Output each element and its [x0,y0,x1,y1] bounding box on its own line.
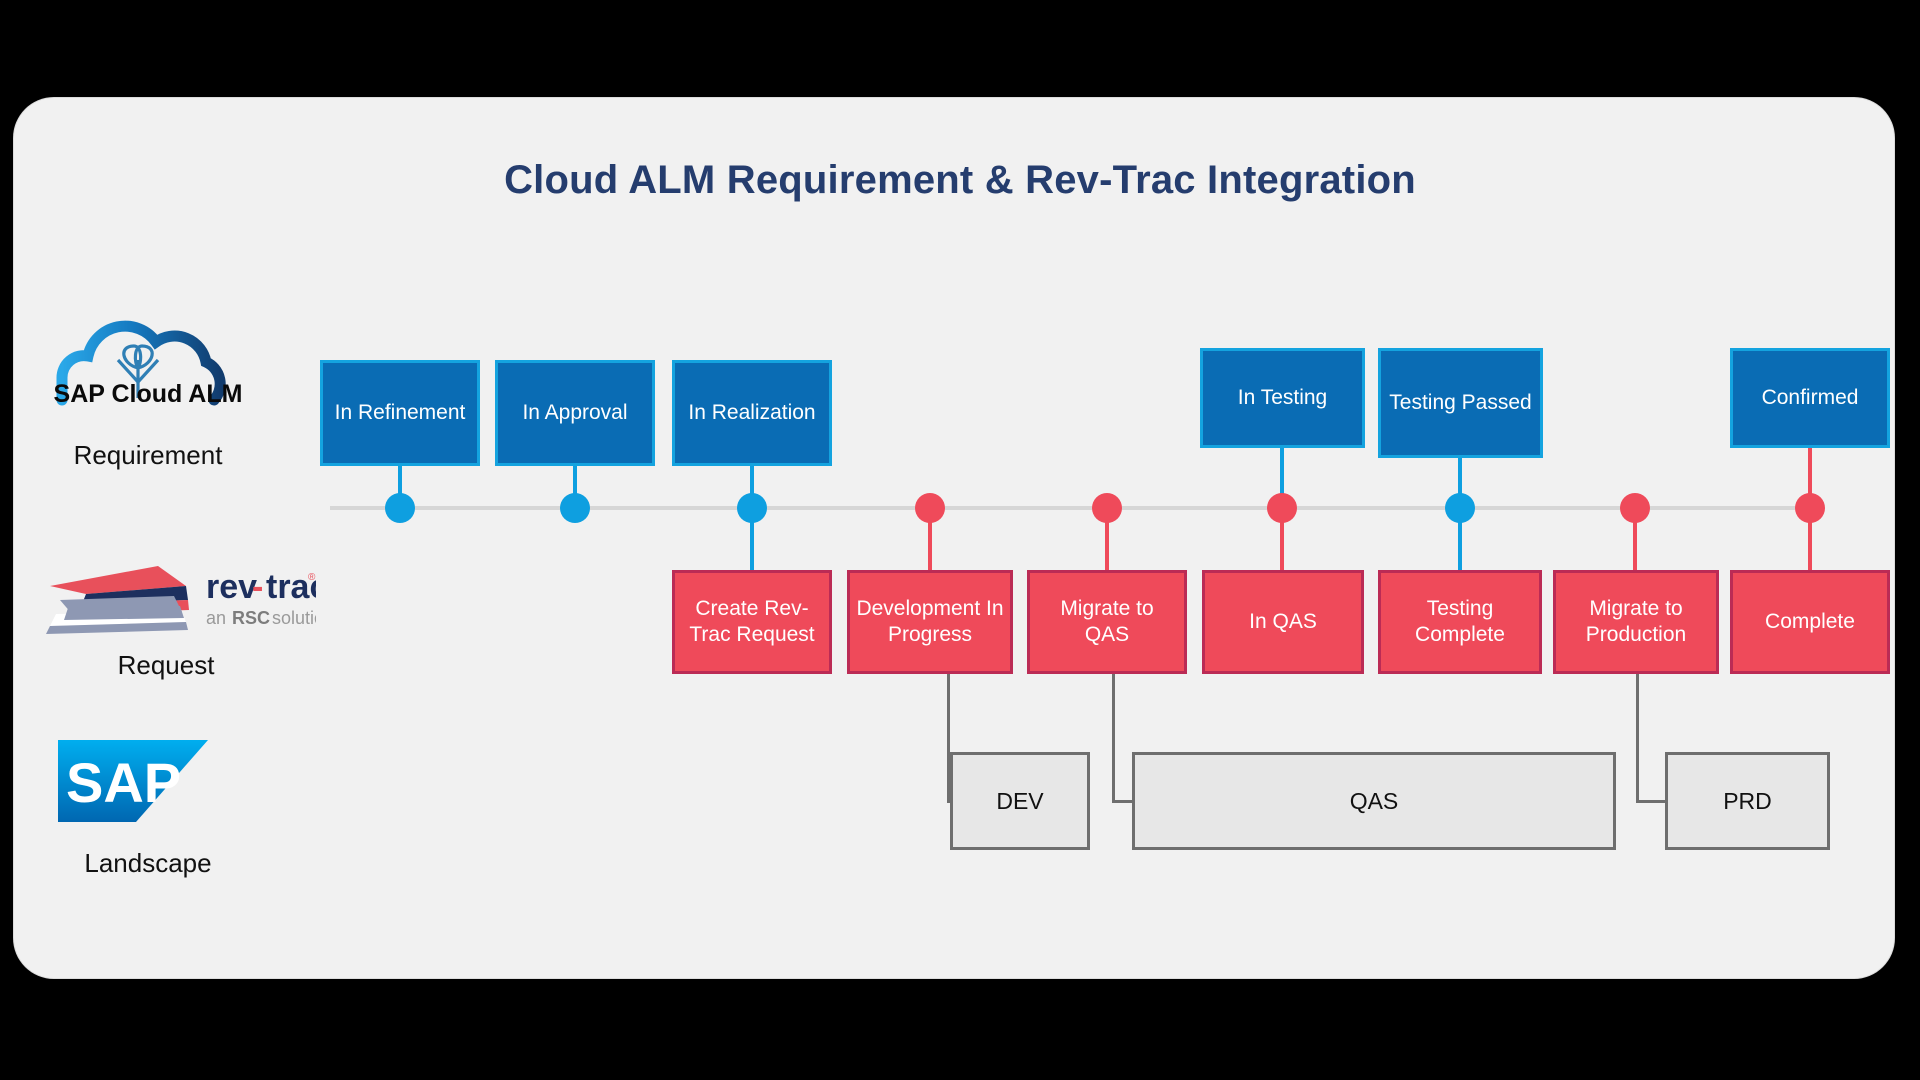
rail-caption-requirement: Requirement [73,440,223,470]
timeline-node-migrate-to-production[interactable] [1620,493,1650,523]
elbow-prd-vertical [1636,674,1639,802]
rail-caption-request: Request [117,650,215,680]
status-box-in-testing[interactable]: In Testing [1200,348,1365,448]
status-box-migrate-to-qas[interactable]: Migrate to QAS [1027,570,1187,674]
svg-text:rev: rev [206,568,257,606]
sap-logo: SAP [58,740,208,822]
timeline-node-in-approval[interactable] [560,493,590,523]
status-box-testing-passed[interactable]: Testing Passed [1378,348,1543,458]
elbow-qas-vertical [1112,674,1115,802]
elbow-prd-horizontal [1636,800,1666,803]
sap-cloud-alm-logo [38,320,258,410]
connector-create-rev-trac-request [750,506,754,572]
connector-migrate-to-production [1633,506,1637,572]
svg-text:an: an [206,608,226,628]
page-title: Cloud ALM Requirement & Rev-Trac Integra… [504,158,1416,202]
connector-in-testing [1280,448,1284,506]
connector-migrate-to-qas [1105,506,1109,572]
connector-confirmed [1808,448,1812,506]
connector-development-in-progress [928,506,932,572]
timeline-node-in-refinement[interactable] [385,493,415,523]
status-box-confirmed[interactable]: Confirmed [1730,348,1890,448]
elbow-dev-vertical [947,674,950,802]
timeline-node-development-in-progress[interactable] [915,493,945,523]
connector-testing-complete [1458,506,1462,572]
timeline-node-migrate-to-qas[interactable] [1092,493,1122,523]
connector-in-qas [1280,506,1284,572]
elbow-qas-horizontal [1112,800,1132,803]
landscape-box-prd[interactable]: PRD [1665,752,1830,850]
status-box-in-realization[interactable]: In Realization [672,360,832,466]
status-box-create-rev-trac-request[interactable]: Create Rev-Trac Request [672,570,832,674]
status-box-in-qas[interactable]: In QAS [1202,570,1364,674]
svg-text:-: - [252,568,263,606]
status-box-testing-complete[interactable]: Testing Complete [1378,570,1542,674]
svg-text:®: ® [308,572,316,583]
status-box-in-refinement[interactable]: In Refinement [320,360,480,466]
sap-cloud-alm-logo-text: SAP Cloud ALM [53,380,243,408]
landscape-box-qas[interactable]: QAS [1132,752,1616,850]
status-box-complete[interactable]: Complete [1730,570,1890,674]
rail-caption-landscape: Landscape [84,848,212,878]
connector-in-approval [573,466,577,506]
connector-testing-passed [1458,458,1462,506]
rev-trac-logo: rev - trac ® an RSC solution [46,560,334,642]
status-box-development-in-progress[interactable]: Development In Progress [847,570,1013,674]
connector-in-refinement [398,466,402,506]
connector-complete [1808,506,1812,572]
status-box-migrate-to-production[interactable]: Migrate to Production [1553,570,1719,674]
landscape-box-dev[interactable]: DEV [950,752,1090,850]
timeline-axis [330,506,1810,510]
svg-text:RSC: RSC [232,608,270,628]
status-box-in-approval[interactable]: In Approval [495,360,655,466]
connector-in-realization [750,466,754,506]
svg-text:SAP: SAP [66,751,181,814]
